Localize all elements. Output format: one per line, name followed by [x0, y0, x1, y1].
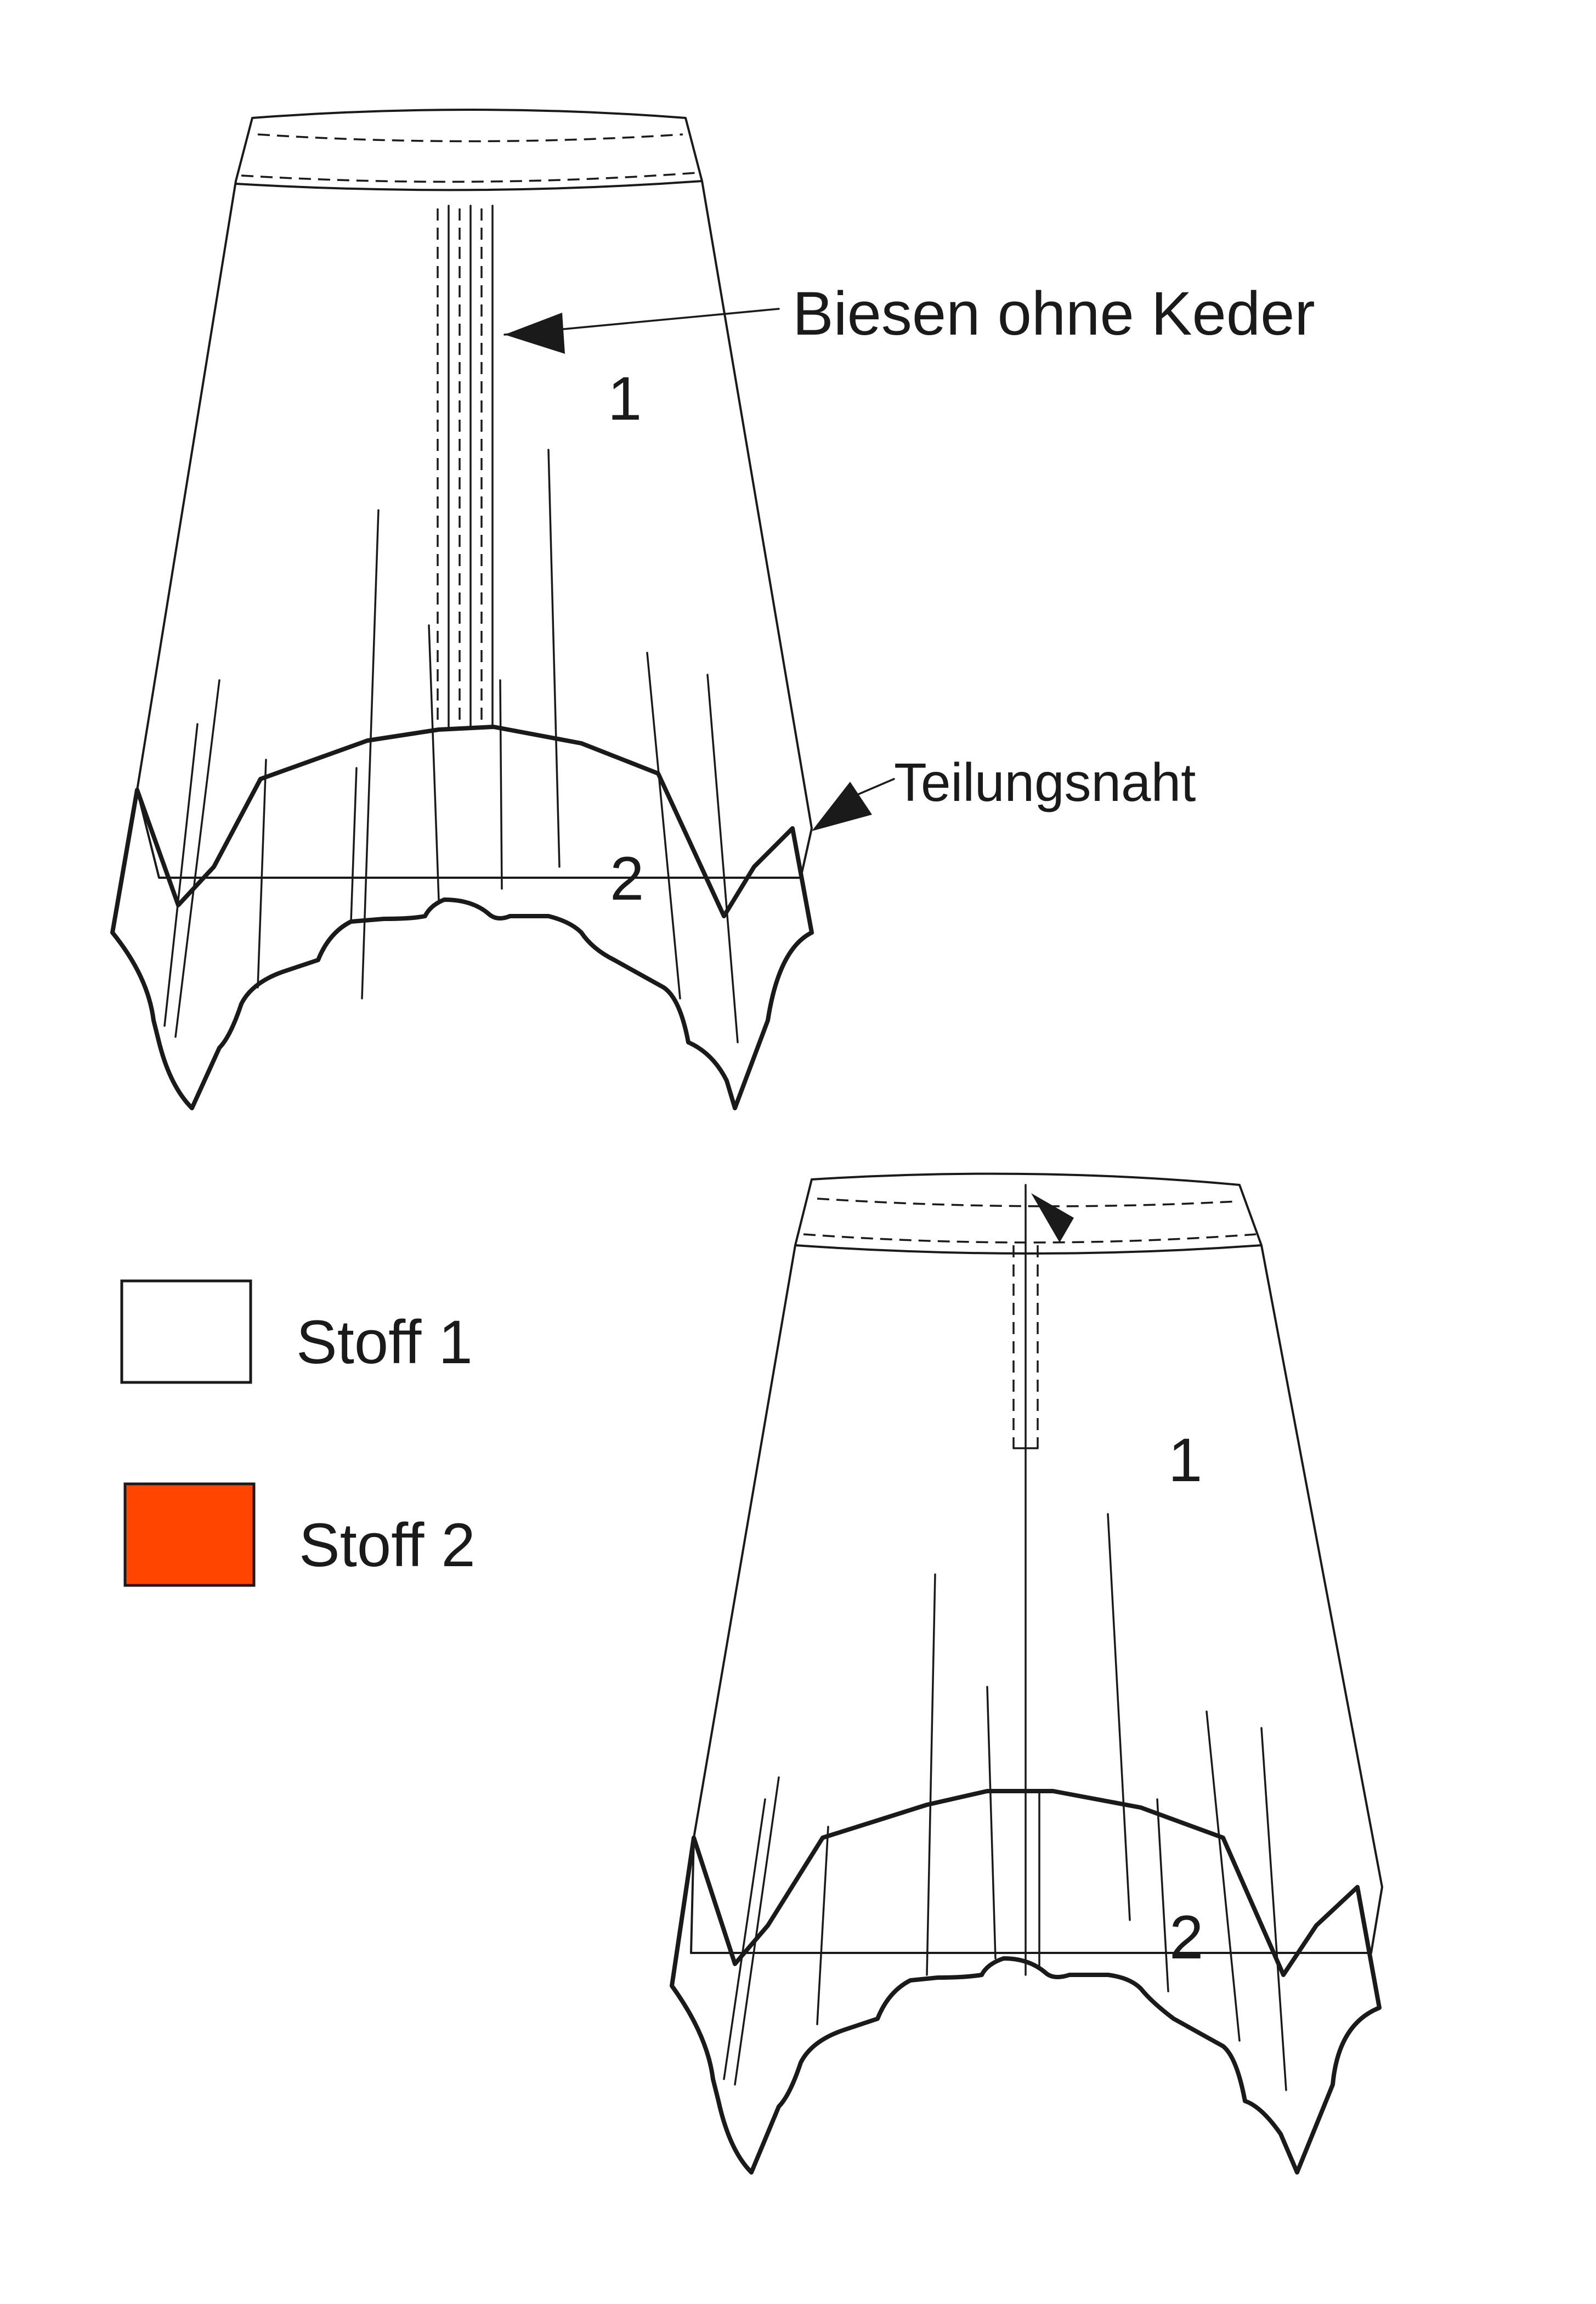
legend-swatch-stoff-2 — [123, 1482, 256, 1587]
front-fold-lines — [163, 449, 739, 1043]
legend: Stoff 1 Stoff 2 — [120, 1279, 476, 1587]
seam-callout: Teilungsnaht — [812, 752, 1196, 831]
back-fold-lines — [723, 1513, 1287, 2091]
front-waistband — [235, 133, 703, 191]
front-lower-band — [110, 725, 814, 1110]
back-panel-2-number: 2 — [1169, 1903, 1203, 1972]
zipper-marker-arrowhead — [1031, 1193, 1074, 1243]
seam-callout-text: Teilungsnaht — [894, 752, 1196, 812]
back-skirt — [670, 1172, 1383, 2175]
front-callout-arrowhead — [505, 313, 565, 354]
front-pintucks — [437, 205, 494, 728]
back-waistband — [795, 1198, 1262, 1255]
front-callout-text: Biesen ohne Keder — [793, 279, 1315, 348]
front-skirt — [110, 109, 814, 1110]
back-skirt-body — [690, 1172, 1383, 1954]
back-center-seam — [1012, 1184, 1040, 1976]
front-skirt-body — [136, 109, 813, 879]
seam-callout-arrowhead — [812, 782, 872, 831]
front-callout-biesen: Biesen ohne Keder — [503, 279, 1315, 354]
back-panel-1-number: 1 — [1168, 1426, 1202, 1494]
back-lower-band — [670, 1789, 1382, 2175]
front-panel-1-number: 1 — [608, 364, 642, 433]
front-panel-2-number: 2 — [610, 844, 644, 913]
legend-swatch-stoff-1 — [120, 1279, 252, 1384]
legend-label-stoff-1: Stoff 1 — [296, 1308, 473, 1376]
legend-label-stoff-2: Stoff 2 — [299, 1511, 476, 1579]
